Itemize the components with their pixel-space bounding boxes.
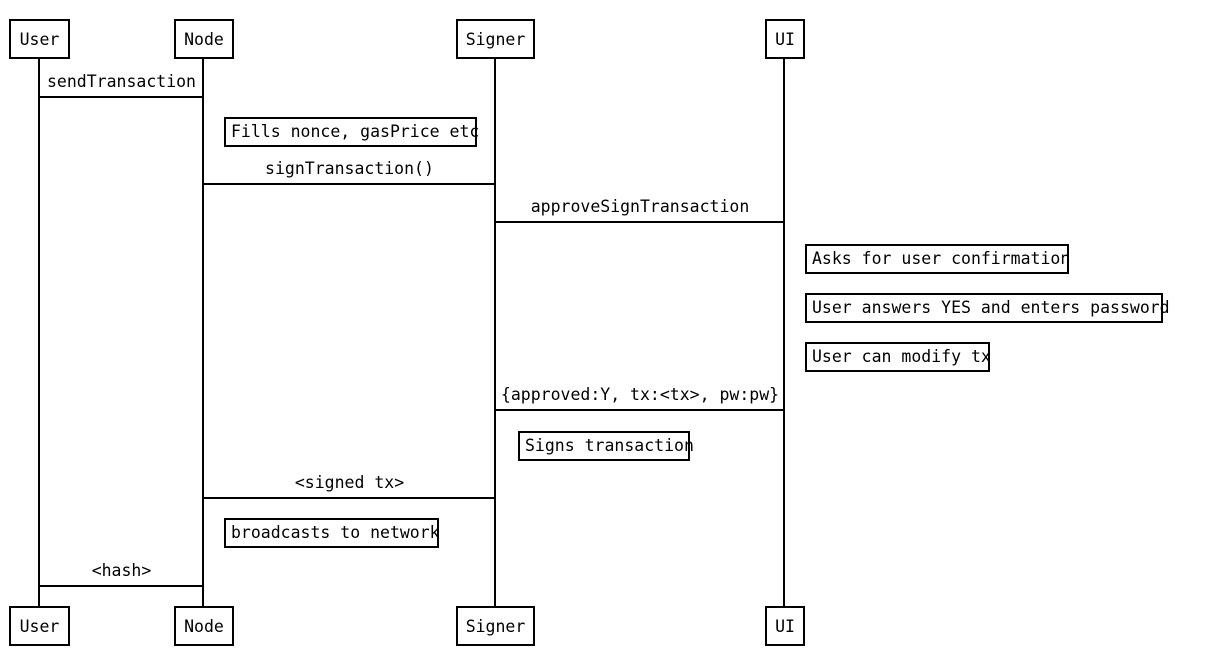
note-user-answers-yes: User answers YES and enters password: [805, 293, 1170, 323]
actor-label-user-top: User: [19, 29, 60, 49]
actor-box-user-top: User: [9, 19, 70, 59]
message-label-signed-tx: <signed tx>: [294, 473, 405, 492]
message-label-approve-sign-transaction: approveSignTransaction: [530, 197, 750, 216]
actor-box-node-bottom: Node: [174, 606, 234, 646]
note-fills-nonce-gasprice: Fills nonce, gasPrice etc: [224, 117, 479, 147]
actor-label-ui-top: UI: [775, 29, 795, 49]
message-line-approved-response: [495, 409, 785, 411]
actor-label-node-top: Node: [184, 29, 224, 49]
message-label-sign-transaction: signTransaction(): [265, 159, 434, 178]
actor-label-ui-bottom: UI: [775, 616, 795, 636]
actor-box-signer-bottom: Signer: [456, 606, 535, 646]
note-broadcasts-to-network: broadcasts to network: [224, 518, 440, 548]
note-signs-transaction: Signs transaction: [518, 431, 694, 461]
actor-box-ui-top: UI: [765, 19, 805, 59]
note-user-can-modify-tx: User can modify tx: [805, 342, 991, 372]
note-asks-for-user-confirmation: Asks for user confirmation: [805, 244, 1070, 274]
actor-box-node-top: Node: [174, 19, 234, 59]
actor-box-user-bottom: User: [9, 606, 70, 646]
actor-label-signer-bottom: Signer: [465, 616, 526, 636]
actor-label-user-bottom: User: [19, 616, 60, 636]
actor-box-signer-top: Signer: [456, 19, 535, 59]
actor-box-ui-bottom: UI: [765, 606, 805, 646]
lifeline-user: [38, 59, 40, 607]
message-line-hash: [39, 585, 204, 587]
message-line-sign-transaction: [203, 183, 496, 185]
message-label-approved-response: {approved:Y, tx:<tx>, pw:pw}: [500, 385, 780, 404]
message-line-send-transaction: [39, 96, 204, 98]
message-line-signed-tx: [203, 497, 496, 499]
actor-label-signer-top: Signer: [465, 29, 526, 49]
lifeline-node: [202, 59, 204, 607]
message-label-hash: <hash>: [91, 561, 152, 580]
lifeline-signer: [494, 59, 496, 607]
message-line-approve-sign-transaction: [495, 221, 785, 223]
message-label-send-transaction: sendTransaction: [46, 72, 196, 91]
actor-label-node-bottom: Node: [184, 616, 224, 636]
lifeline-ui: [783, 59, 785, 607]
